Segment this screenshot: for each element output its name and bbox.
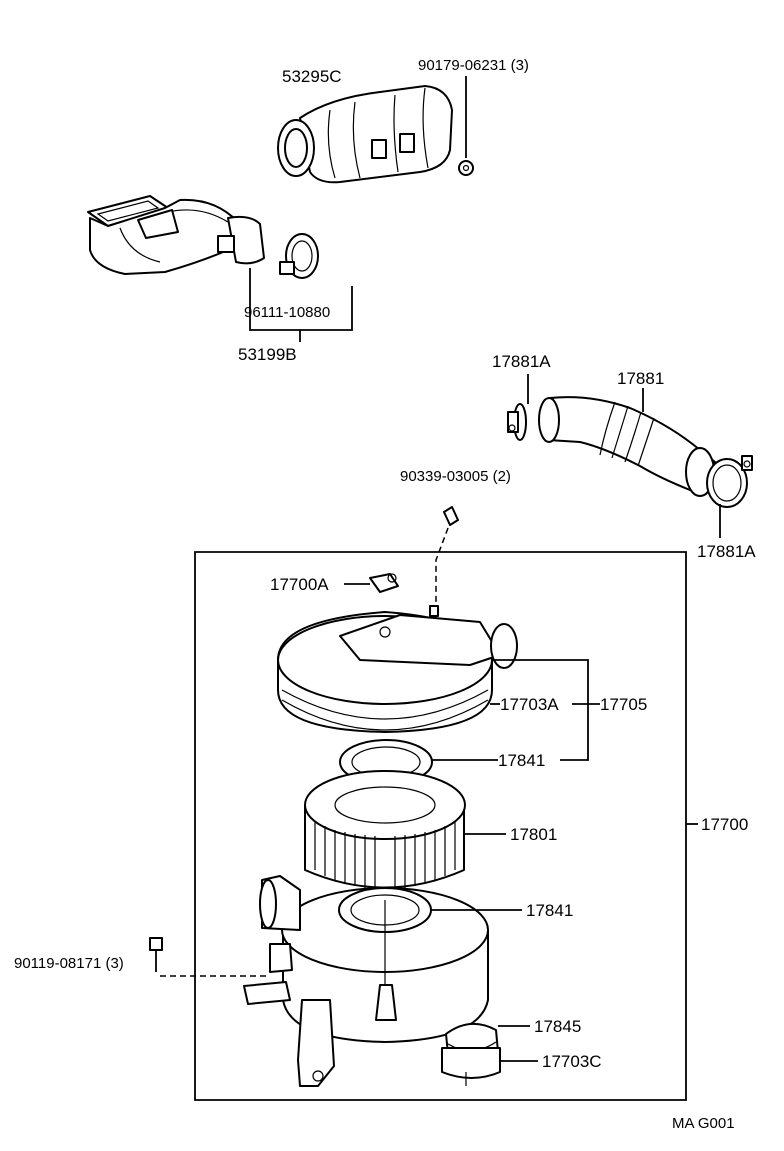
label-17801: 17801 xyxy=(510,825,557,844)
clamp-17881A-bottom xyxy=(706,455,753,508)
assembly-frame-17700 xyxy=(194,551,687,1101)
label-17881A-bottom: 17881A xyxy=(697,542,756,561)
plug-90339-03005 xyxy=(435,506,459,618)
label-17841-top: 17841 xyxy=(498,751,545,770)
diagram-code: MA G001 xyxy=(672,1115,735,1132)
filter-element-17801 xyxy=(304,770,466,889)
label-96111-10880: 96111-10880 xyxy=(244,304,330,321)
intake-duct-53199B xyxy=(87,195,265,275)
label-17881: 17881 xyxy=(617,369,664,388)
clip-90179-06231 xyxy=(458,76,474,176)
air-cleaner-cover-17705 xyxy=(277,605,518,733)
bolt-90119-08171 xyxy=(149,937,270,977)
label-53295C: 53295C xyxy=(282,67,342,86)
label-17700A: 17700A xyxy=(270,575,329,594)
label-17703C: 17703C xyxy=(542,1052,602,1071)
air-hose-17881 xyxy=(538,396,716,497)
label-17881A-top: 17881A xyxy=(492,352,551,371)
resonator-53295C xyxy=(277,85,453,184)
cap-17703C xyxy=(441,1047,501,1086)
clip-17700A xyxy=(344,573,399,593)
label-90119-08171: 90119-08171 (3) xyxy=(14,955,124,972)
label-17703A: 17703A xyxy=(500,695,559,714)
label-90339-03005: 90339-03005 (2) xyxy=(400,468,511,485)
label-53199B: 53199B xyxy=(238,345,297,364)
clamp-96111-10880 xyxy=(279,233,319,279)
label-90179-06231: 90179-06231 (3) xyxy=(418,57,529,74)
label-17705: 17705 xyxy=(600,695,647,714)
label-17700: 17700 xyxy=(701,815,748,834)
label-17845: 17845 xyxy=(534,1017,581,1036)
label-17841-bottom: 17841 xyxy=(526,901,573,920)
clamp-17881A-top xyxy=(507,403,527,441)
